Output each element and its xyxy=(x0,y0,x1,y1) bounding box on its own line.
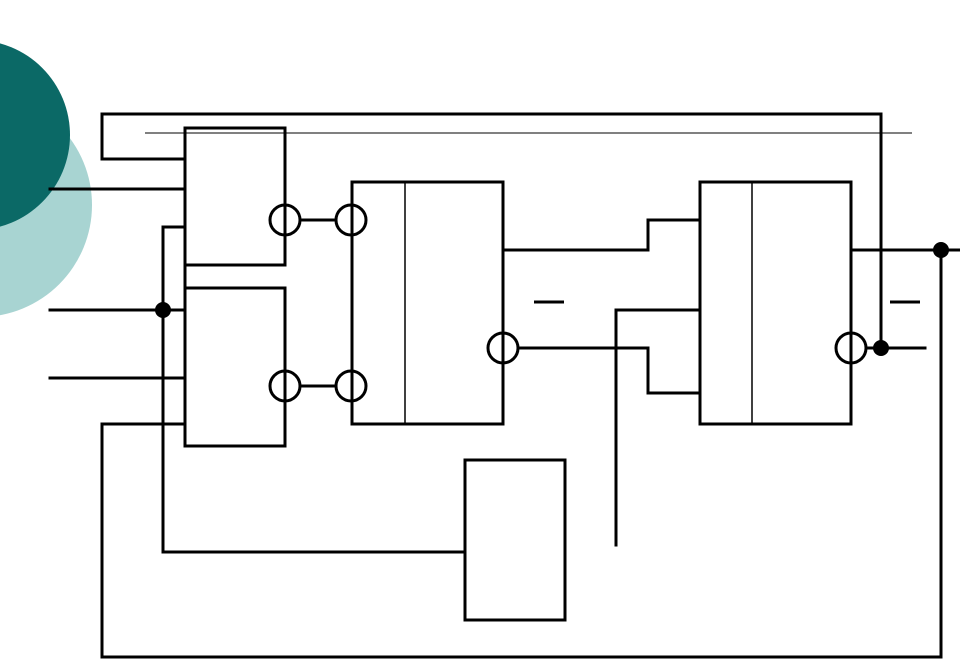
flip-flop-1 xyxy=(350,180,505,426)
junction-dots xyxy=(155,242,949,356)
flip-flop-2 xyxy=(698,180,853,426)
junction-dot-input xyxy=(155,302,171,318)
ff2-clock-wire xyxy=(614,308,702,547)
ff1-qbar-mark: — xyxy=(534,284,564,317)
wire-ff1-qbar-to-ff2 xyxy=(516,346,702,395)
nand-gate-top xyxy=(183,126,287,267)
dark-teal-circle xyxy=(0,43,70,227)
bottom-return-wire xyxy=(100,248,943,659)
junction-dot-qbar-output xyxy=(873,340,889,356)
wire-ff1-q-to-ff2 xyxy=(501,218,702,252)
decorative-theme-circles xyxy=(0,43,92,316)
nand-gate-bottom xyxy=(183,286,287,448)
junction-dot-q-output xyxy=(933,242,949,258)
clock-bus-wire xyxy=(161,225,467,554)
ff2-qbar-mark: — xyxy=(890,284,920,317)
feedback-block xyxy=(463,458,567,622)
top-feedback-wire xyxy=(100,112,883,350)
